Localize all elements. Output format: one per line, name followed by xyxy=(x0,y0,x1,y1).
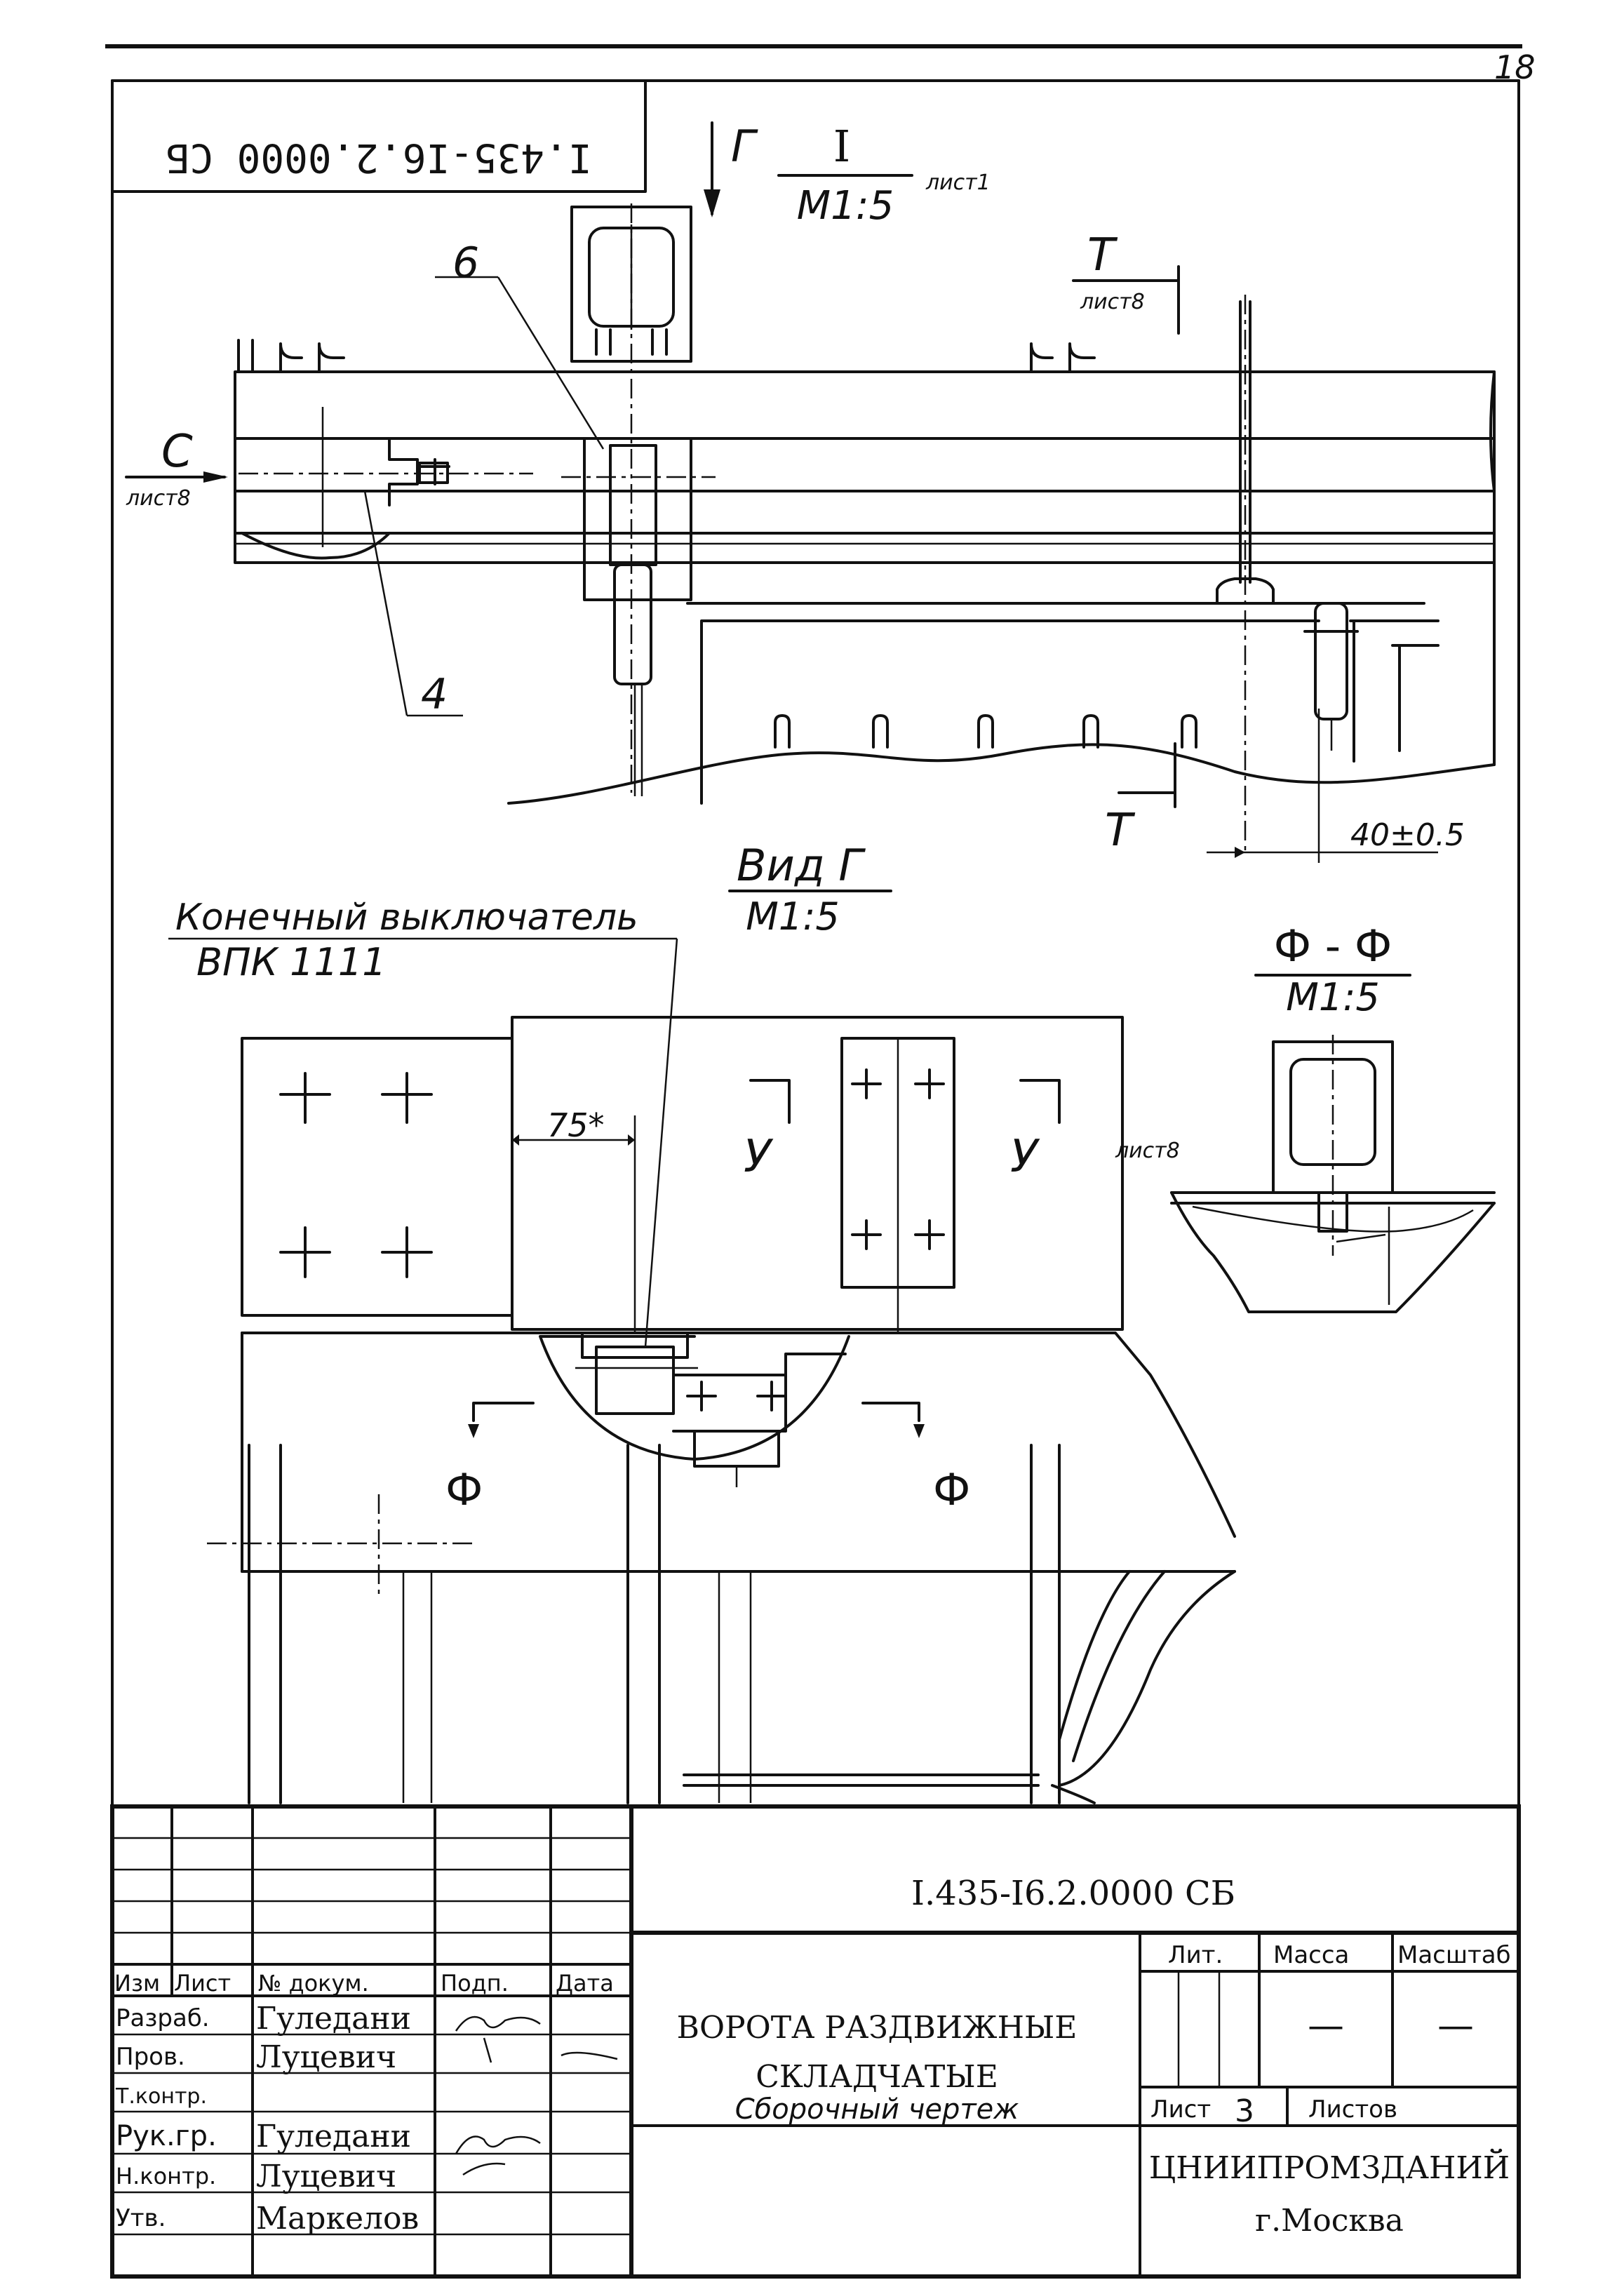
tb-role: Рук.гр. xyxy=(116,2120,217,2152)
view-1-scale: М1:5 xyxy=(797,183,894,229)
section-f-left: Ф xyxy=(445,1464,483,1515)
tb-header-doc: № докум. xyxy=(258,1970,369,1997)
view-g-plan xyxy=(207,1016,1236,1804)
tb-subtitle: Сборочный чертеж xyxy=(735,2093,1019,2126)
section-u-right: У xyxy=(1010,1131,1040,1183)
tb-header-date: Дата xyxy=(556,1970,614,1997)
dimension-40 xyxy=(1207,709,1438,863)
section-u-ref: лист8 xyxy=(1115,1139,1180,1163)
view-g-scale: М1:5 xyxy=(746,894,840,939)
tb-scale-value: — xyxy=(1437,2005,1474,2047)
view-g-title: Вид Г xyxy=(737,840,866,891)
tb-header-list: Лист xyxy=(174,1970,231,1997)
section-t-lower-label: Т xyxy=(1105,805,1136,857)
tb-name: Маркелов xyxy=(256,2201,419,2236)
limit-switch-model: ВПК 1111 xyxy=(196,940,387,984)
tb-sheets-label: Листов xyxy=(1308,2095,1397,2124)
tb-sheet-label: Лист xyxy=(1150,2095,1211,2124)
tb-org: ЦНИИПРОМЗДАНИЙ xyxy=(1149,2148,1510,2186)
tb-title-line1: ВОРОТА РАЗДВИЖНЫЕ xyxy=(677,2010,1078,2046)
tb-role: Утв. xyxy=(116,2204,166,2232)
tb-name: Гуледани xyxy=(256,2001,411,2037)
upper-view-beam xyxy=(234,203,1496,852)
title-block xyxy=(110,1804,1521,2279)
arrow-g-label: Г xyxy=(731,121,758,172)
tb-mass-label: Масса xyxy=(1273,1941,1349,1969)
tb-name: Гуледани xyxy=(256,2119,411,2154)
tb-lit-label: Лит. xyxy=(1168,1941,1223,1969)
section-c-ref: лист8 xyxy=(126,486,191,511)
dimension-75: 75* xyxy=(547,1106,605,1144)
tb-city: г.Москва xyxy=(1255,2203,1404,2239)
section-ff-detail xyxy=(1170,1035,1496,1313)
section-ff-scale: М1:5 xyxy=(1286,975,1380,1019)
section-t-label: Т xyxy=(1087,229,1118,281)
callout-4: 4 xyxy=(421,670,448,719)
tb-sheet-value: 3 xyxy=(1235,2093,1254,2129)
tb-title-line2: СКЛАДЧАТЫЕ xyxy=(756,2059,998,2095)
view-1-label: I xyxy=(833,121,851,172)
tb-name: Луцевич xyxy=(256,2159,396,2194)
title-block-designation: I.435-I6.2.0000 СБ xyxy=(911,1874,1235,1913)
tb-name: Луцевич xyxy=(256,2039,396,2075)
tb-header-izm: Изм xyxy=(114,1970,160,1997)
sheet-number: 18 xyxy=(1494,48,1536,86)
section-f-right: Ф xyxy=(933,1464,970,1515)
tb-role: Н.контр. xyxy=(116,2163,216,2189)
callout-6: 6 xyxy=(452,239,479,288)
view-1-ref: лист1 xyxy=(925,170,991,195)
tb-header-sign: Подп. xyxy=(441,1970,509,1997)
limit-switch-label: Конечный выключатель xyxy=(175,897,638,939)
tb-mass-value: — xyxy=(1308,2005,1344,2047)
section-t-ref: лист8 xyxy=(1080,290,1145,314)
tb-role: Пров. xyxy=(116,2043,185,2071)
tb-scale-label: Масштаб xyxy=(1397,1941,1511,1969)
top-stamp-text: I.435-I6.2.0000 СБ xyxy=(166,135,592,180)
tb-role: Разраб. xyxy=(116,2004,210,2032)
dimension-40-label: 40±0.5 xyxy=(1350,817,1465,853)
tb-role: Т.контр. xyxy=(115,2084,207,2109)
section-c-label: С xyxy=(161,426,193,478)
top-stamp-box: I.435-I6.2.0000 СБ xyxy=(111,79,647,193)
section-u-left: У xyxy=(744,1131,774,1183)
section-ff-title: Ф - Ф xyxy=(1274,920,1393,972)
arrow-g xyxy=(704,121,720,217)
